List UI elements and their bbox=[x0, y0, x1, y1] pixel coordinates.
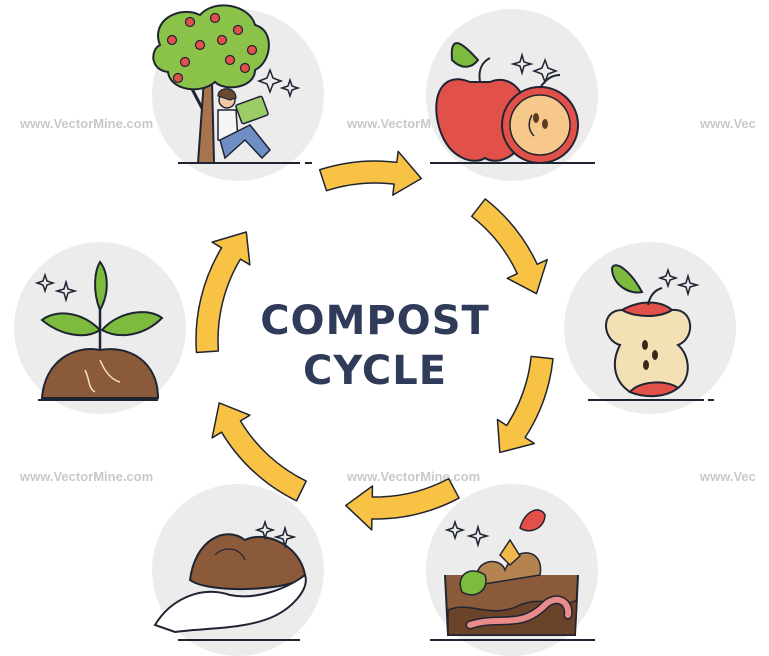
soil-in-hand-icon bbox=[152, 484, 324, 656]
sprout-in-soil-icon bbox=[14, 242, 186, 414]
watermark-text: www.VectorMine.com bbox=[346, 469, 480, 484]
watermark-text: www.VectorMine.com bbox=[19, 116, 153, 131]
cycle-arrows bbox=[195, 150, 554, 531]
apple-tree-reader-icon bbox=[152, 4, 324, 181]
cycle-arrow-1 bbox=[318, 150, 423, 196]
title-line-2: CYCLE bbox=[303, 348, 447, 394]
title: COMPOST CYCLE bbox=[260, 298, 490, 394]
watermark-text: www.Vec bbox=[699, 116, 756, 131]
cycle-arrow-4 bbox=[345, 477, 460, 531]
fresh-apples-icon bbox=[426, 9, 598, 181]
cycle-arrow-2 bbox=[470, 198, 548, 295]
watermark-text: www.VectorMine.com bbox=[19, 469, 153, 484]
cycle-arrow-3 bbox=[496, 355, 554, 454]
title-line-1: COMPOST bbox=[260, 298, 490, 344]
compost-bin-worm-icon bbox=[426, 484, 598, 656]
watermark-text: www.Vec bbox=[699, 469, 756, 484]
apple-core-icon bbox=[564, 242, 736, 414]
cycle-arrow-5 bbox=[211, 402, 307, 502]
cycle-arrow-6 bbox=[195, 231, 251, 354]
